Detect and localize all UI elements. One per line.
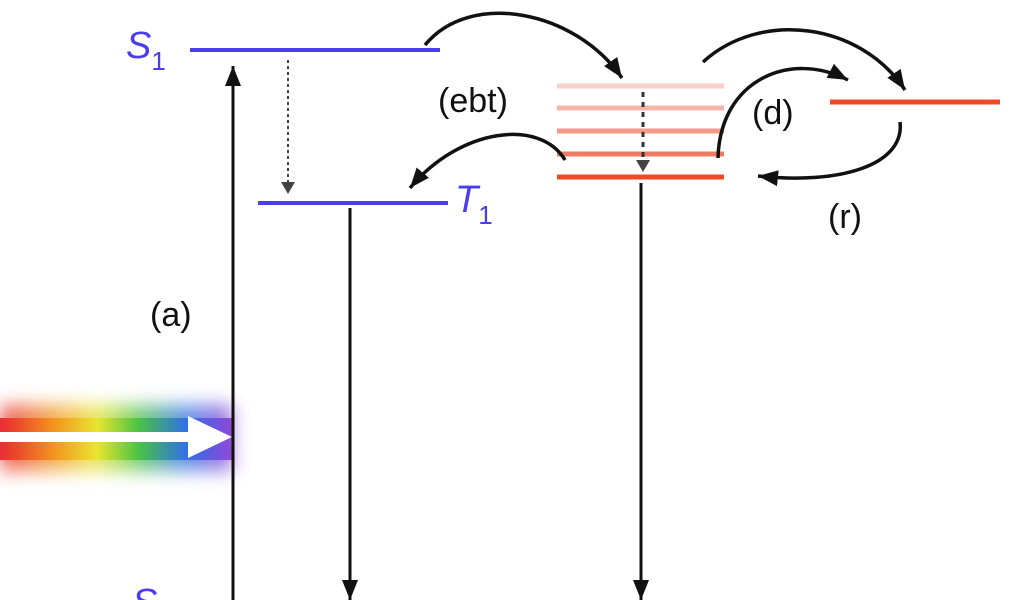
- s1-label: S1: [126, 25, 166, 76]
- back-transfer-arrow: [408, 132, 567, 190]
- dissociation-arrow-upper: [701, 28, 907, 91]
- emitter-manifold: [557, 83, 724, 180]
- t1-label: T1: [455, 179, 493, 230]
- label-dissociation: (d): [752, 94, 794, 132]
- transfer-arrow-s1-to-emitter: [423, 11, 624, 79]
- rainbow-light-arrow-icon: [0, 405, 232, 471]
- label-energy-back-transfer: (ebt): [438, 82, 508, 120]
- top-fragment-left: ’ ’ ~: [598, 0, 643, 13]
- label-recombination: (r): [828, 198, 862, 236]
- s0-label: S: [132, 582, 157, 600]
- dissociation-arrow-lower: [716, 63, 849, 159]
- recombination-arrow: [757, 121, 902, 187]
- label-absorption: (a): [150, 296, 192, 334]
- top-fragment-right: ~ ~ ~: [872, 0, 941, 11]
